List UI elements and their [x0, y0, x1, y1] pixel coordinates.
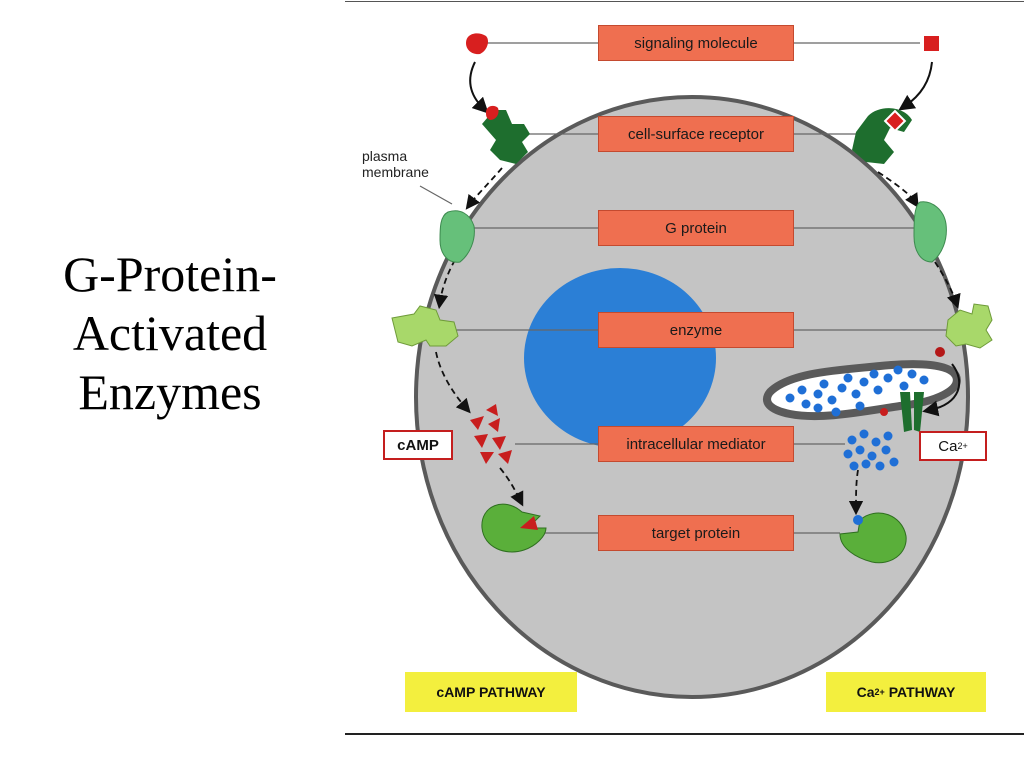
calcium-pathway-rest: PATHWAY [884, 684, 956, 700]
calcium-ions-released-icon [843, 429, 899, 471]
camp-pathway-label: cAMP PATHWAY [405, 672, 577, 712]
calcium-pathway-base: Ca [856, 684, 875, 700]
bottom-rule [345, 733, 1024, 735]
ion-channel-icon [880, 392, 924, 432]
label-g-protein: G protein [598, 210, 794, 246]
enzyme-left-icon [391, 305, 459, 347]
signal-molecule-left-icon [466, 33, 488, 55]
camp-label: cAMP [383, 430, 453, 460]
receptor-right-icon [852, 108, 912, 164]
label-enzyme: enzyme [598, 312, 794, 348]
g-protein-right-icon [913, 201, 947, 263]
enzyme-right-icon [945, 303, 993, 349]
plasma-membrane-line-1: plasma [362, 148, 408, 164]
connector-lines [419, 42, 948, 534]
nucleus [524, 268, 716, 448]
title-line-1: G-Protein- [63, 246, 277, 302]
target-protein-right-icon [839, 512, 907, 564]
camp-molecules-icon [470, 404, 512, 464]
title-line-3: Enzymes [78, 364, 262, 420]
plasma-membrane-line-2: membrane [362, 164, 429, 180]
label-signaling-molecule: signaling molecule [598, 25, 794, 61]
calcium-small-red-icon [935, 347, 945, 357]
title-line-2: Activated [72, 305, 268, 361]
label-intracellular-mediator: intracellular mediator [598, 426, 794, 462]
receptor-left-icon [482, 105, 530, 164]
g-protein-left-icon [439, 210, 475, 263]
plasma-membrane-label: plasma membrane [362, 148, 429, 180]
target-protein-left-icon [481, 503, 547, 553]
signal-molecule-right-icon [924, 36, 939, 51]
label-cell-surface-receptor: cell-surface receptor [598, 116, 794, 152]
slide-title: G-Protein- Activated Enzymes [20, 245, 320, 422]
top-rule [345, 1, 1024, 2]
label-target-protein: target protein [598, 515, 794, 551]
calcium-label-base: Ca [938, 437, 958, 455]
